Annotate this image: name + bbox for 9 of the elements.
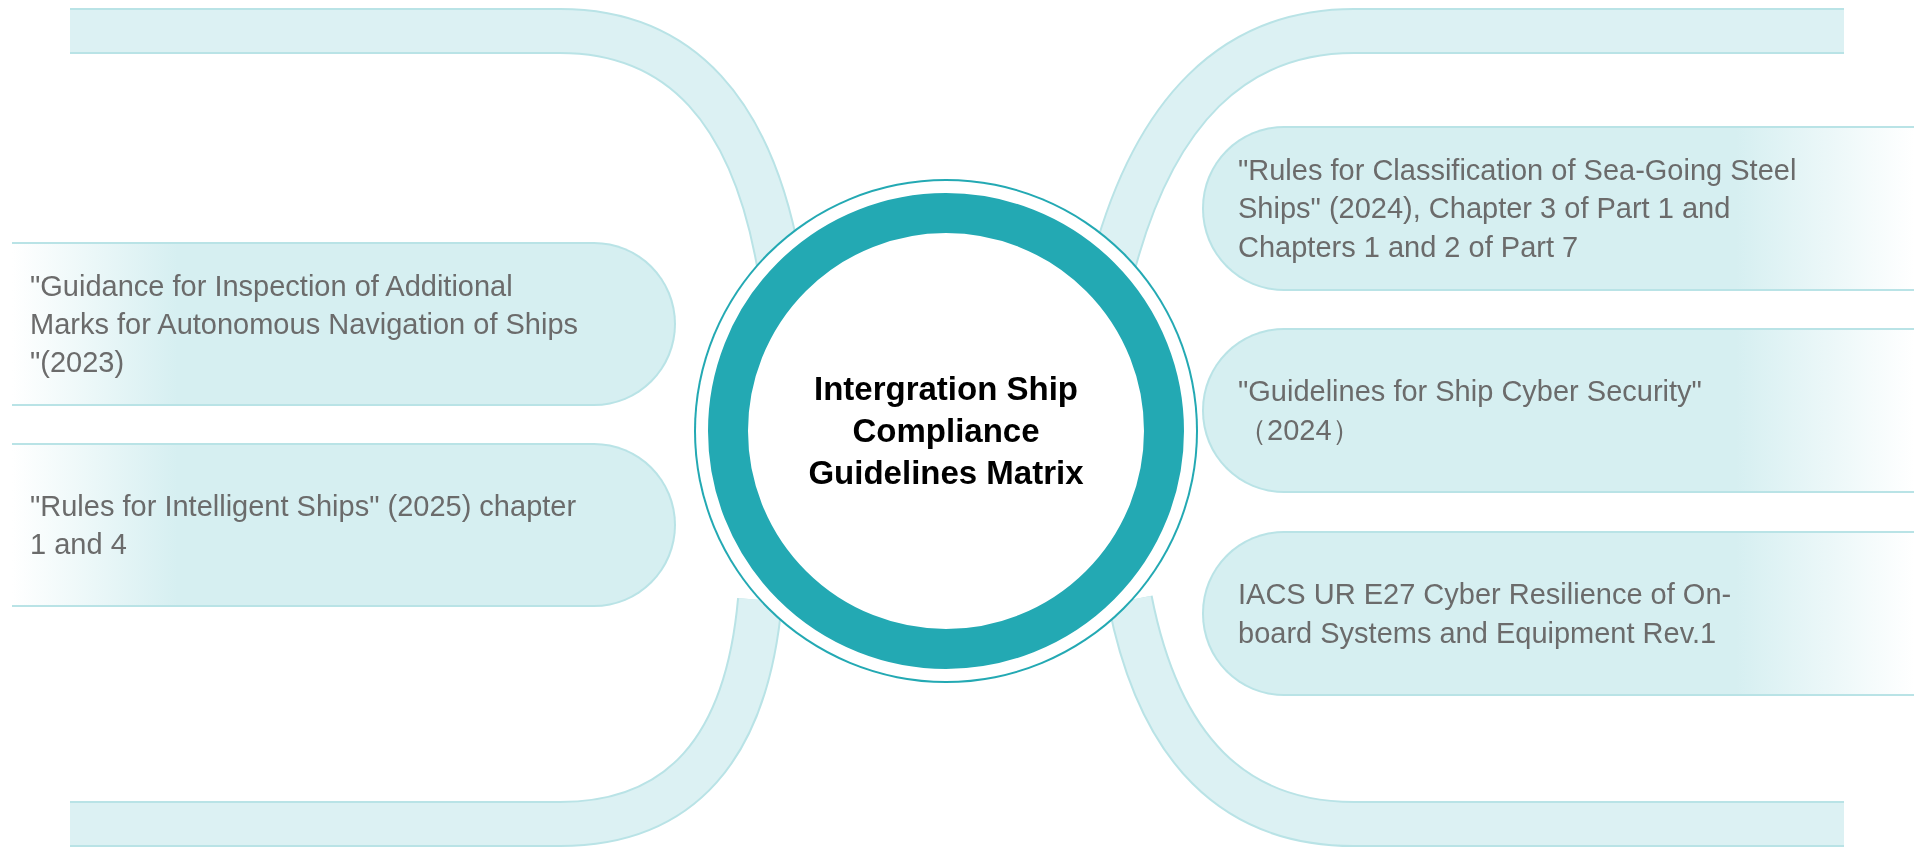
guideline-card <box>1202 531 1914 696</box>
guideline-text: "Guidance for Inspection of Additional Marks for Autonomous Navigation of Ships "(2023) <box>30 268 580 381</box>
guideline-text: "Guidelines for Ship Cyber Security" （2024） <box>1238 374 1703 448</box>
guideline-card <box>1202 328 1914 493</box>
guideline-text: IACS UR E27 Cyber Resilience of On-board Systems and Equipment Rev.1 <box>1238 577 1733 651</box>
hub-label: Intergration Ship Compliance Guidelines Matrix <box>807 368 1085 494</box>
guideline-card <box>1202 126 1914 291</box>
guideline-text: "Rules for Intelligent Ships" (2025) chapter 1 and 4 <box>30 488 578 562</box>
guideline-text: "Rules for Classification of Sea-Going Steel Ships" (2024), Chapter 3 of Part 1 and Chapters 1 and 2 of Part 7 <box>1238 153 1798 265</box>
